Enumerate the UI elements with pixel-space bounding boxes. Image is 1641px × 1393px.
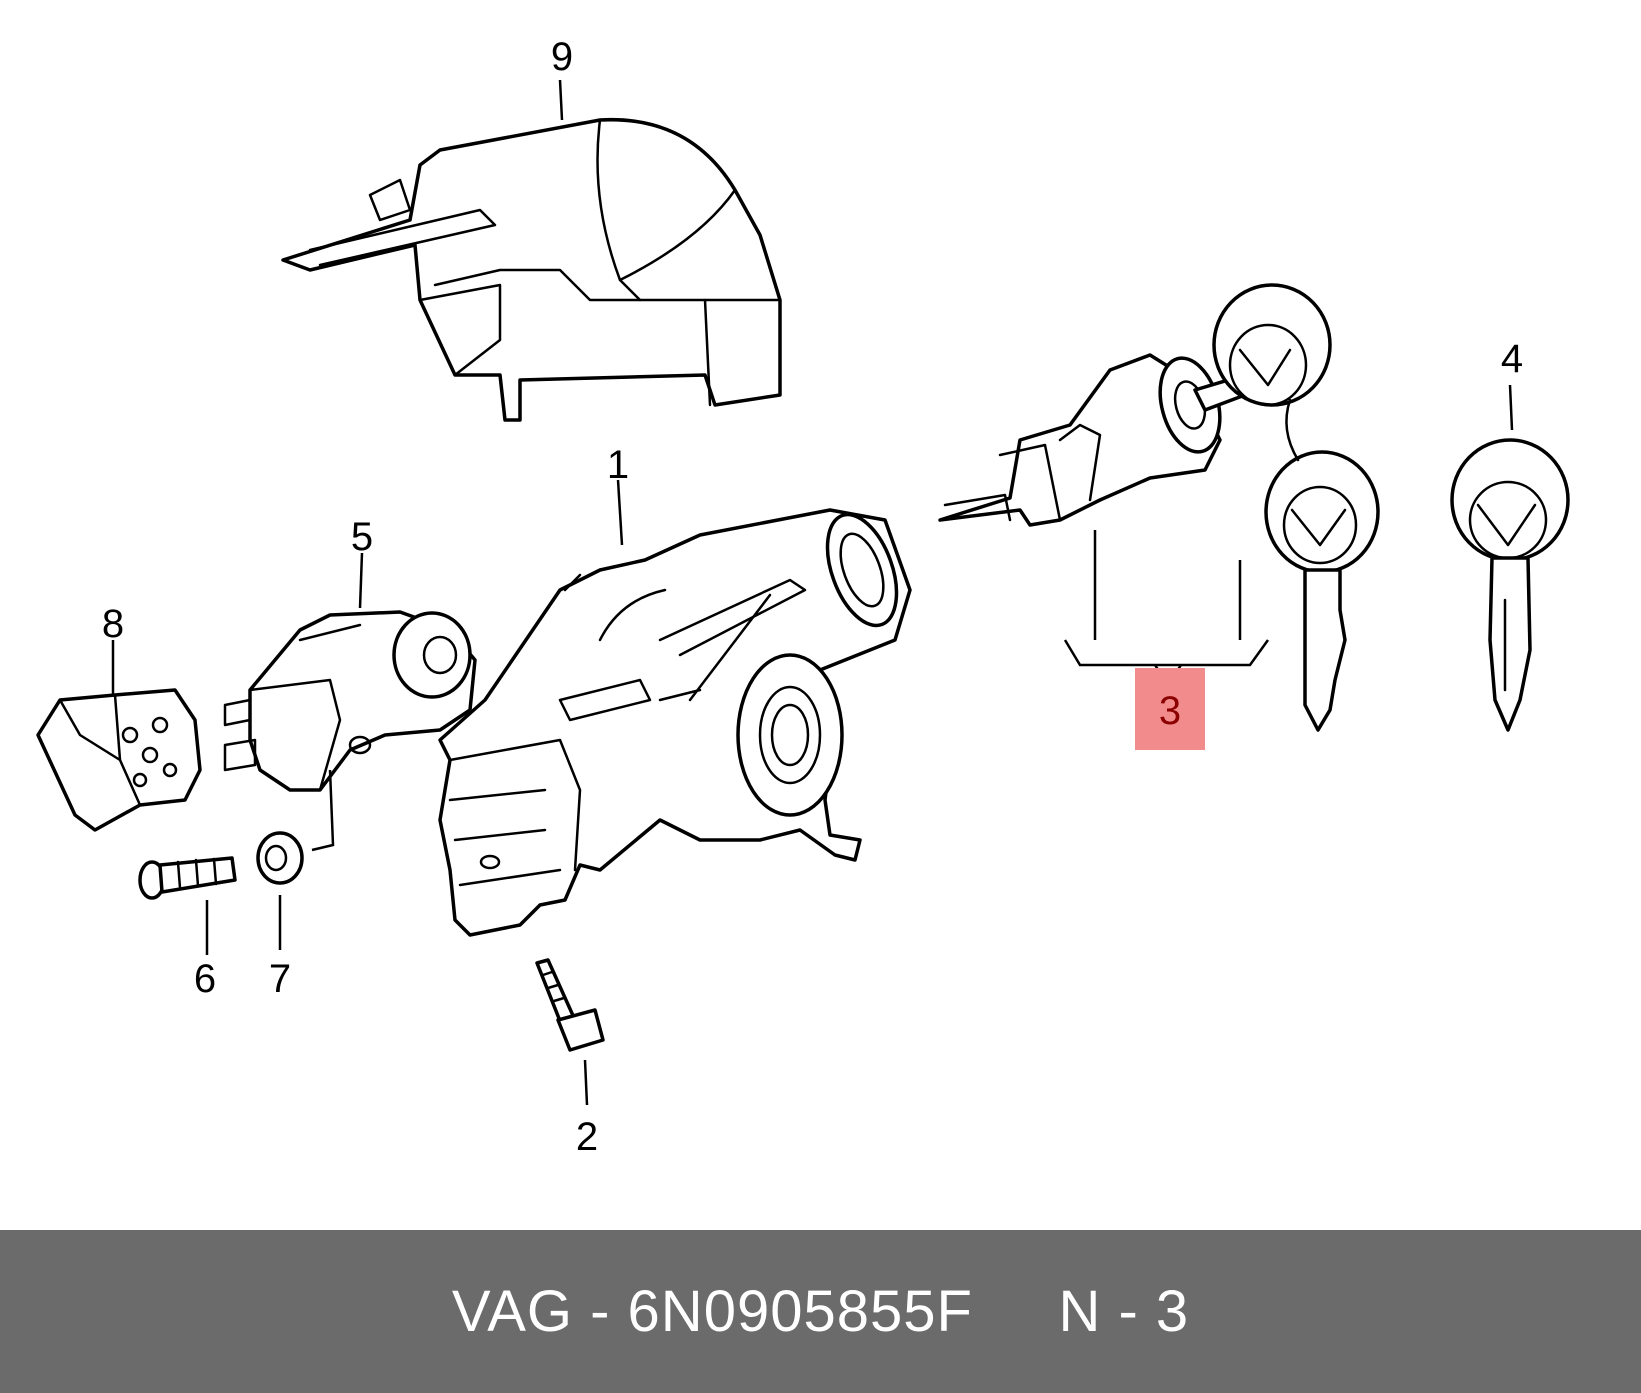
brand-label: VAG [451, 1279, 573, 1344]
part-9-cover [281, 117, 782, 422]
callout-label-3: 3 [1159, 689, 1181, 733]
callout-label-1: 1 [607, 443, 629, 487]
part-2-bolt [535, 958, 605, 1052]
part-6-screw [138, 856, 237, 900]
callout-label-5: 5 [351, 515, 373, 559]
part-number-footer: VAG - 6N0905855F N - 3 [0, 1230, 1641, 1393]
callout-label-9: 9 [551, 35, 573, 79]
footer-text: VAG - 6N0905855F N - 3 [0, 1230, 1641, 1393]
callout-label-7: 7 [269, 957, 291, 1001]
footer-separator: - [573, 1279, 628, 1344]
part-1-lock-housing [438, 508, 912, 937]
callout-label-8: 8 [102, 602, 124, 646]
part-8-connector [36, 688, 202, 832]
part-3-key-b [1264, 398, 1380, 732]
part-3-lock-cylinder [938, 353, 1247, 527]
callout-label-6: 6 [194, 957, 216, 1001]
leader-lines [111, 79, 1514, 1106]
part-3-key-a [1212, 283, 1332, 407]
footer-gap [973, 1279, 1059, 1344]
position-reference: N - 3 [1058, 1279, 1190, 1344]
callout-3-highlight [1135, 668, 1205, 750]
callout-label-2: 2 [576, 1115, 598, 1159]
part-4-key [1450, 438, 1570, 732]
part-number: 6N0905855F [627, 1279, 973, 1344]
exploded-parts-diagram: 9 1 5 8 6 7 2 4 3 [36, 35, 1570, 1159]
part-7-washer [256, 831, 304, 885]
callout-label-4: 4 [1501, 337, 1523, 381]
part-5-ignition-switch [223, 610, 477, 792]
